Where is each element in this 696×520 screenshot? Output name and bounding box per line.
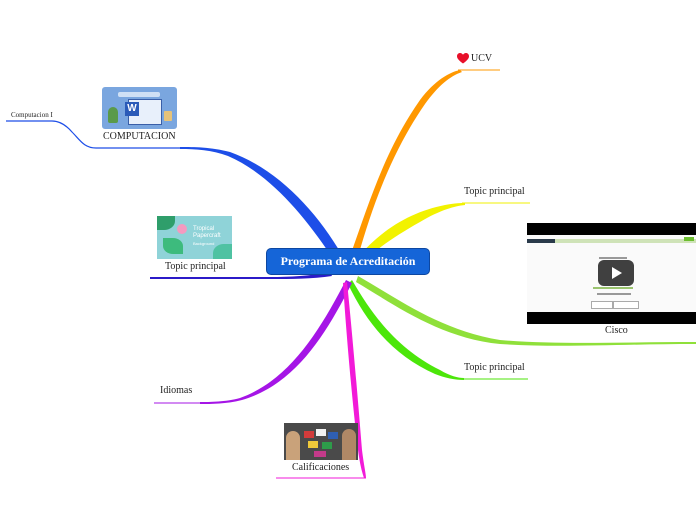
- calificaciones-person-right: [342, 429, 356, 460]
- branch-ucv: [348, 70, 462, 264]
- calificaciones-flag-3: [328, 432, 338, 439]
- node-cisco[interactable]: Cisco: [605, 325, 628, 336]
- branch-calificaciones: [343, 282, 366, 478]
- computacion-image: W: [102, 87, 177, 129]
- tropical-text-2: Papercraft: [193, 233, 221, 239]
- tropical-leaf-2: [163, 238, 183, 254]
- node-topic-right-top-label: Topic principal: [464, 186, 525, 197]
- node-topic-right-bottom[interactable]: Topic principal: [464, 362, 525, 373]
- node-cisco-label: Cisco: [605, 325, 628, 336]
- tropical-text-1: Tropical: [193, 226, 215, 232]
- node-computacion-label: COMPUTACION: [103, 131, 176, 142]
- node-computacion[interactable]: COMPUTACION: [103, 131, 176, 142]
- tropical-leaf-3: [213, 244, 232, 259]
- calificaciones-flag-2: [316, 429, 326, 436]
- cisco-video-green-tag: [684, 237, 694, 241]
- node-topic-left-label: Topic principal: [165, 261, 226, 272]
- tropical-leaf-1: [157, 216, 175, 230]
- node-idiomas-label: Idiomas: [160, 385, 193, 396]
- calificaciones-flag-1: [304, 431, 314, 438]
- calificaciones-image: [284, 423, 358, 460]
- node-topic-right-bottom-label: Topic principal: [464, 362, 525, 373]
- heart-icon: [457, 53, 469, 64]
- node-calificaciones[interactable]: Calificaciones: [292, 462, 349, 473]
- branch-idiomas: [200, 280, 352, 404]
- node-computacion-child[interactable]: Computacion I: [11, 111, 53, 119]
- node-calificaciones-label: Calificaciones: [292, 462, 350, 473]
- node-computacion-child-label: Computacion I: [11, 111, 53, 119]
- cisco-video-frame: [527, 235, 696, 312]
- branch-cisco: [356, 276, 696, 346]
- connector-computacion-sub: [6, 120, 180, 149]
- calificaciones-flag-5: [322, 442, 332, 449]
- cisco-video-header-bar: [527, 239, 696, 243]
- tropical-flower: [177, 224, 187, 234]
- cisco-video-header-dark: [527, 239, 555, 243]
- central-topic-label: Programa de Acreditación: [280, 254, 416, 268]
- cisco-video-button-1: [591, 301, 613, 309]
- word-app-icon: W: [125, 102, 139, 116]
- node-topic-right-top[interactable]: Topic principal: [464, 186, 525, 197]
- branch-topic-left: [150, 272, 332, 279]
- node-topic-left[interactable]: Topic principal: [165, 261, 226, 272]
- cisco-video-button-2: [613, 301, 639, 309]
- calificaciones-flag-4: [308, 441, 318, 448]
- cisco-video-text-line-2: [593, 287, 633, 289]
- node-idiomas[interactable]: Idiomas: [160, 385, 192, 396]
- node-ucv-label: UCV: [471, 53, 493, 64]
- tropical-text-3: Background: [193, 241, 215, 246]
- cisco-video-text-line-1: [599, 257, 627, 259]
- cisco-video-text-line-3: [597, 293, 631, 295]
- tropical-image: Tropical Papercraft Background: [157, 216, 232, 259]
- node-ucv[interactable]: UCV: [457, 53, 492, 64]
- calificaciones-flag-6: [314, 451, 326, 457]
- computacion-image-cup: [164, 111, 172, 121]
- computacion-image-bar: [118, 92, 160, 97]
- calificaciones-person-left: [286, 431, 300, 460]
- play-icon[interactable]: [598, 260, 634, 286]
- computacion-image-plant: [108, 107, 118, 123]
- central-topic[interactable]: Programa de Acreditación: [267, 249, 429, 274]
- cisco-video-thumbnail[interactable]: [527, 223, 696, 324]
- branch-computacion: [180, 147, 346, 266]
